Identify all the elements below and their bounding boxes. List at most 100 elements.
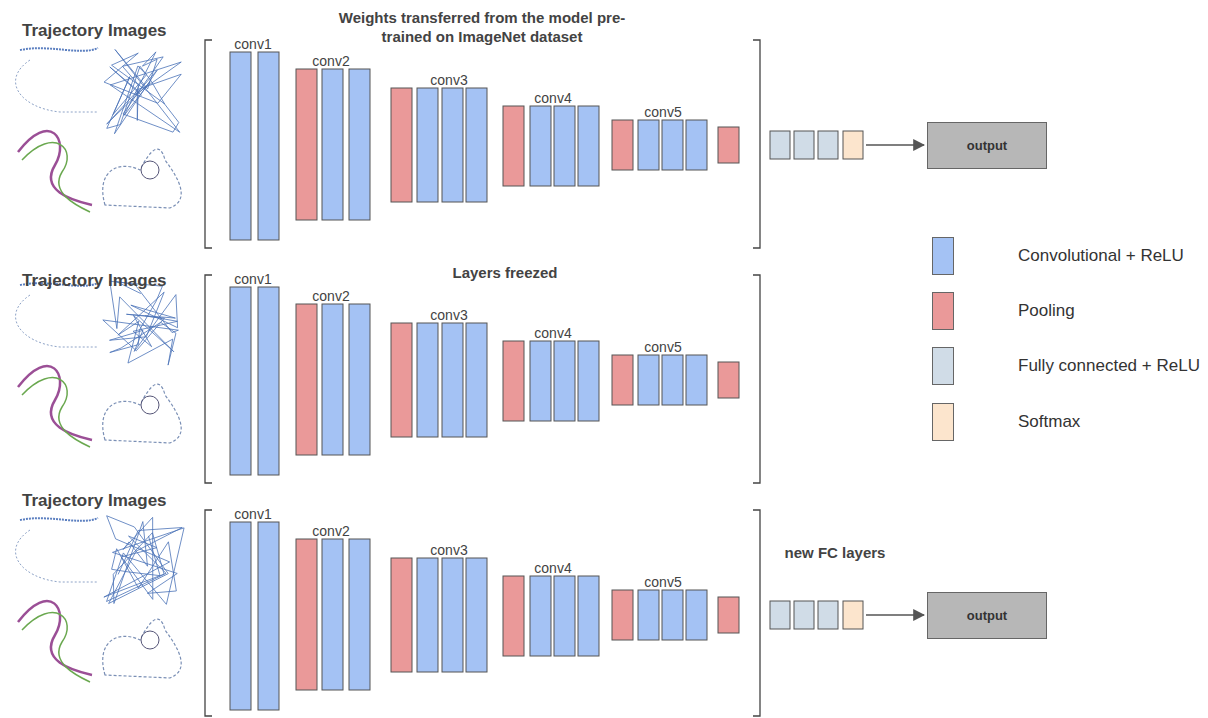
layer-group-label: conv4 <box>534 325 571 343</box>
layer-block <box>662 590 683 640</box>
legend-row: Pooling <box>932 292 1075 330</box>
layer-block <box>503 106 524 186</box>
trajectory-thumbnails <box>16 516 185 682</box>
layer-block <box>686 355 707 405</box>
legend-swatch <box>932 403 954 441</box>
layer-block <box>612 590 633 640</box>
layer-block <box>718 597 739 633</box>
layer-block <box>442 88 463 202</box>
layer-block <box>530 341 551 421</box>
output-label: output <box>967 608 1007 623</box>
layer-block <box>296 69 317 220</box>
layer-block <box>296 539 317 690</box>
legend-swatch <box>932 237 954 275</box>
layer-block <box>442 323 463 437</box>
layer-block <box>322 304 343 455</box>
layer-block <box>230 287 251 475</box>
layer-block <box>322 539 343 690</box>
layer-block <box>391 323 412 437</box>
heading-label: Trajectory Images <box>22 270 167 291</box>
layer-block <box>718 127 739 163</box>
cnn-row <box>16 510 924 716</box>
layer-block <box>638 355 659 405</box>
layer-group-label: conv2 <box>312 288 349 306</box>
bracket <box>205 510 212 716</box>
layer-group-label: conv1 <box>234 271 271 289</box>
layer-group-label: conv4 <box>534 90 571 108</box>
legend-swatch <box>932 292 954 330</box>
layer-group-label: conv2 <box>312 523 349 541</box>
layer-block <box>530 106 551 186</box>
bracket <box>753 40 760 248</box>
layer-block <box>638 120 659 170</box>
layer-block <box>349 539 370 690</box>
legend-row: Fully connected + ReLU <box>932 347 1200 385</box>
layer-block <box>258 287 279 475</box>
legend-text: Softmax <box>1018 412 1080 432</box>
layer-block <box>612 120 633 170</box>
layer-block <box>391 558 412 672</box>
bracket <box>205 40 212 248</box>
fc-block <box>794 601 814 629</box>
fc-block <box>843 131 863 159</box>
legend-text: Fully connected + ReLU <box>1018 356 1200 376</box>
layer-block <box>554 341 575 421</box>
layer-block <box>417 558 438 672</box>
heading-label: Layers freezed <box>452 264 557 283</box>
layer-block <box>612 355 633 405</box>
layer-block <box>258 52 279 240</box>
heading-label: Trajectory Images <box>22 490 167 511</box>
layer-block <box>530 576 551 656</box>
fc-block <box>770 131 790 159</box>
legend-text: Pooling <box>1018 301 1075 321</box>
legend-text: Convolutional + ReLU <box>1018 246 1184 266</box>
layer-block <box>258 522 279 710</box>
layer-block <box>349 304 370 455</box>
fc-block <box>818 131 838 159</box>
layer-group-label: conv1 <box>234 506 271 524</box>
layer-block <box>230 522 251 710</box>
fc-block <box>770 601 790 629</box>
layer-block <box>554 106 575 186</box>
output-label: output <box>967 138 1007 153</box>
arrow <box>866 614 924 616</box>
layer-group-label: conv5 <box>644 574 681 592</box>
layer-block <box>442 558 463 672</box>
layer-block <box>322 69 343 220</box>
layer-block <box>466 323 487 437</box>
layer-block <box>391 88 412 202</box>
layer-group-label: conv3 <box>430 72 467 90</box>
legend-swatch <box>932 347 954 385</box>
layer-group-label: conv2 <box>312 53 349 71</box>
bracket <box>205 275 212 483</box>
layer-block <box>349 69 370 220</box>
layer-group-label: conv5 <box>644 339 681 357</box>
trajectory-thumbnails <box>16 48 182 212</box>
arrow <box>866 144 924 146</box>
output-box: output <box>927 122 1047 169</box>
layer-block <box>417 323 438 437</box>
layer-block <box>638 590 659 640</box>
layer-block <box>686 590 707 640</box>
layer-block <box>466 88 487 202</box>
legend-row: Softmax <box>932 403 1080 441</box>
layer-group-label: conv4 <box>534 560 571 578</box>
layer-block <box>296 304 317 455</box>
bracket <box>753 275 760 483</box>
output-box: output <box>927 592 1047 639</box>
layer-block <box>578 341 599 421</box>
layer-group-label: conv3 <box>430 307 467 325</box>
layer-block <box>503 576 524 656</box>
layer-block <box>466 558 487 672</box>
layer-block <box>554 576 575 656</box>
layer-group-label: conv3 <box>430 542 467 560</box>
heading-label: Weights transferred from the model pre-t… <box>332 9 632 47</box>
cnn-row <box>16 40 924 248</box>
layer-group-label: conv5 <box>644 104 681 122</box>
layer-block <box>578 106 599 186</box>
layer-block <box>686 120 707 170</box>
heading-label: Trajectory Images <box>22 20 167 41</box>
layer-block <box>718 362 739 398</box>
layer-block <box>417 88 438 202</box>
